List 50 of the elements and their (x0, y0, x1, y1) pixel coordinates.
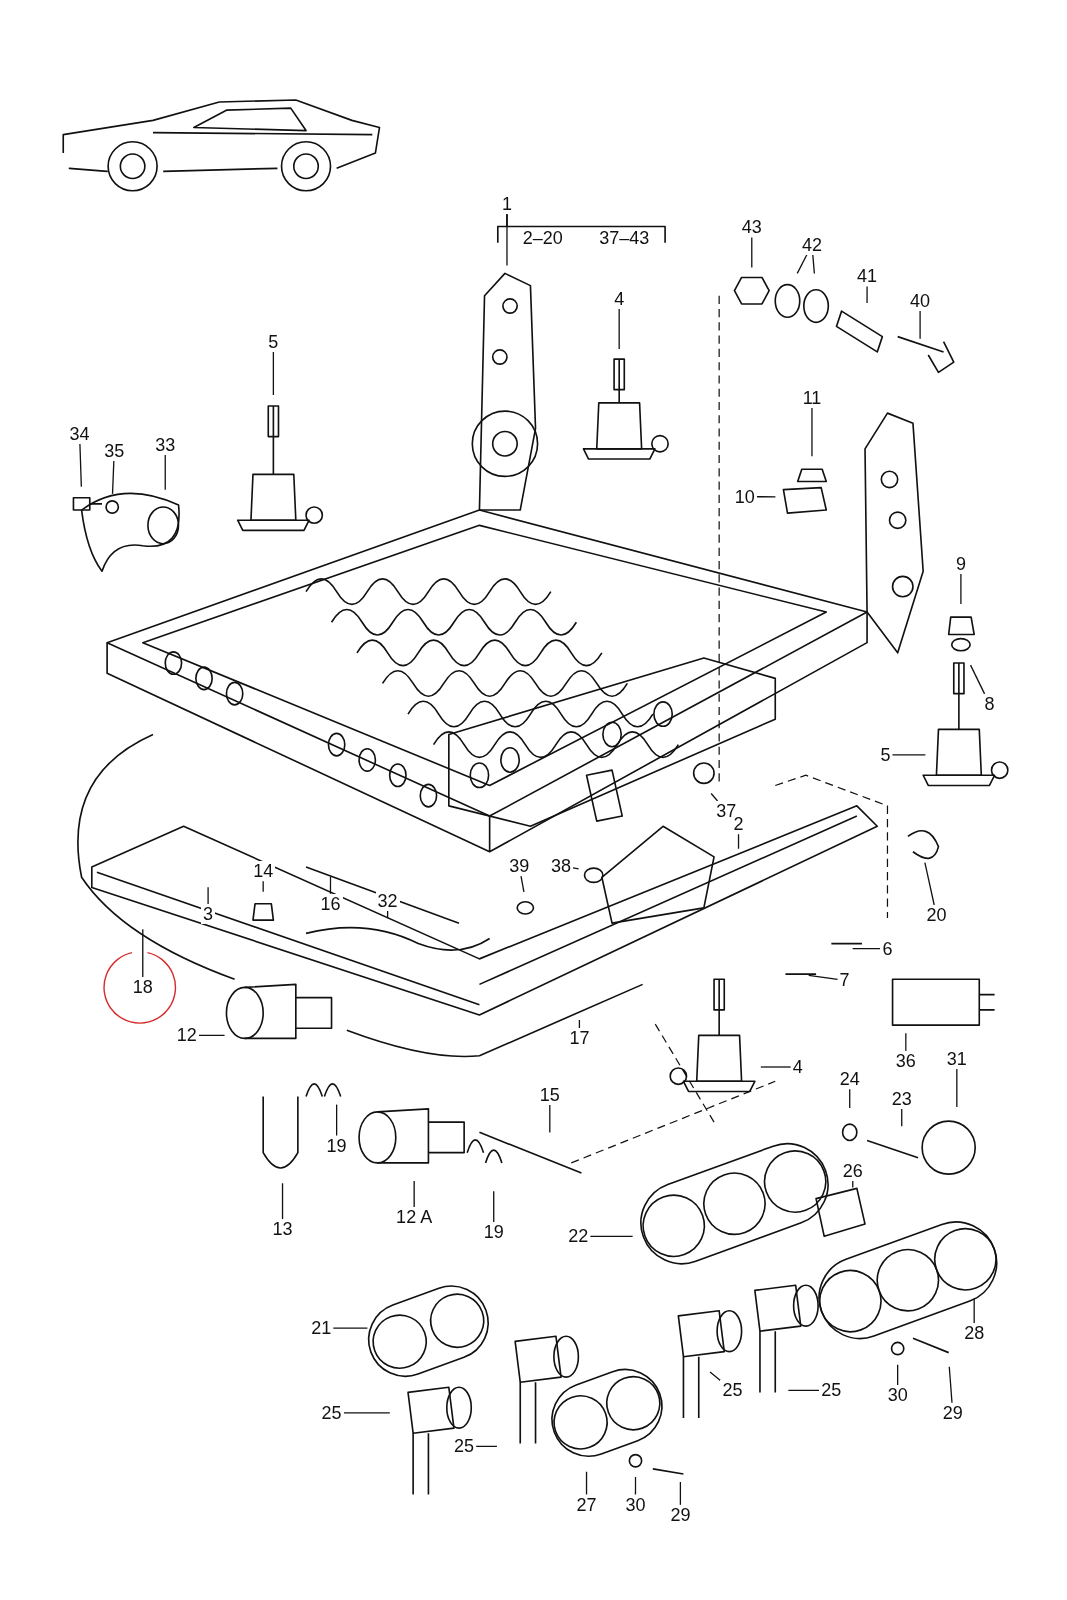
leader-line (506, 213, 508, 267)
leader-line (111, 460, 115, 495)
leader-line (811, 407, 813, 457)
callout-number: 3 (201, 904, 216, 924)
leader-line (281, 1182, 284, 1220)
leader-line (142, 928, 144, 979)
leader-line (164, 454, 166, 491)
leader-line (332, 1327, 369, 1329)
leader-line (866, 285, 868, 304)
callout-number: 32 (375, 890, 400, 911)
leader-line (589, 1235, 634, 1237)
leader-line (336, 1103, 338, 1137)
leader-line (924, 862, 935, 906)
leader-line (897, 1364, 899, 1387)
leader-line (973, 1297, 975, 1324)
leader-line (812, 254, 815, 275)
leader-line (948, 1366, 953, 1404)
leader-line (520, 875, 525, 893)
range-label: 2–20 (522, 227, 563, 248)
leader-line (851, 948, 882, 950)
range-label: 37–43 (599, 227, 650, 248)
leader-line (709, 1371, 722, 1382)
leader-line (198, 1034, 226, 1037)
leader-line (960, 573, 962, 605)
leader-line (475, 1445, 498, 1448)
leader-line (787, 1389, 820, 1391)
leader-line (493, 1190, 495, 1223)
leader-line (891, 754, 926, 756)
leader-line (710, 792, 719, 802)
leader-line (272, 351, 275, 396)
leader-line (79, 442, 82, 488)
leader-line (756, 496, 777, 498)
leader-line (572, 867, 580, 870)
leader-line (679, 1481, 682, 1506)
leader-line (618, 308, 620, 350)
leader-line (751, 236, 753, 269)
leader-line (849, 1088, 851, 1109)
leader-line (760, 1066, 792, 1068)
leader-line (413, 1180, 415, 1208)
leader-line (919, 310, 921, 340)
leader-line (969, 664, 986, 695)
leader-line (808, 974, 839, 980)
leader-line (585, 1471, 588, 1496)
leader-line (634, 1476, 637, 1496)
leader-line (796, 254, 808, 275)
leader-line (342, 1412, 391, 1414)
leader-line (549, 1103, 551, 1134)
leader-line (852, 1180, 854, 1189)
leader-line (207, 886, 209, 905)
leader-line (956, 1068, 958, 1108)
